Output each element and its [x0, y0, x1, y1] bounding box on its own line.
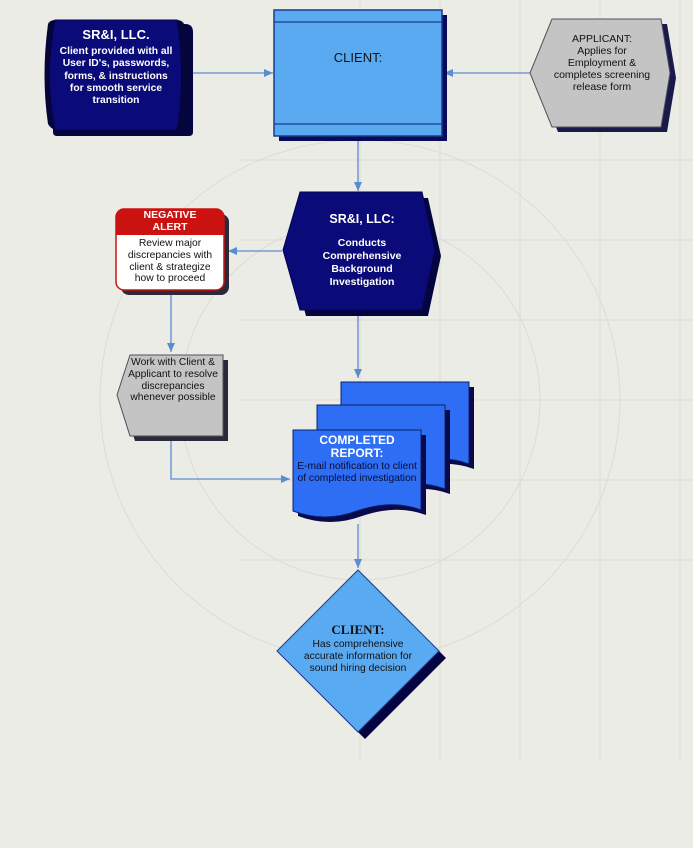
client-final-text: Has comprehensive accurate information f… [303, 638, 413, 674]
completed-report-shape [292, 381, 474, 522]
srni-provider-title: SR&I, LLC. [82, 27, 150, 42]
srni-provider-node: SR&I, LLC. Client provided with all User… [56, 27, 176, 108]
resolve-shape [116, 354, 228, 441]
arrow-resolve-to-report [170, 437, 290, 483]
client-final-node: CLIENT: Has comprehensive accurate infor… [298, 622, 418, 674]
applicant-node: APPLICANT: Applies for Employment & comp… [552, 33, 652, 93]
client-final-title: CLIENT: [331, 622, 385, 637]
client-top-node: CLIENT: [274, 50, 442, 66]
negative-alert-title: NEGATIVE ALERT [143, 209, 197, 233]
client-top-title: CLIENT: [333, 50, 383, 65]
srni-investigation-title: SR&I, LLC: [329, 212, 395, 226]
completed-report-title: COMPLETED REPORT: [319, 433, 395, 460]
negative-alert-shape [115, 208, 229, 295]
completed-report-text: E-mail notification to client of complet… [297, 461, 417, 485]
srni-investigation-shape [282, 191, 441, 316]
applicant-title: APPLICANT: [571, 33, 633, 45]
applicant-shape [529, 18, 676, 132]
srni-provider-text: Client provided with all User ID's, pass… [59, 45, 173, 107]
srni-investigation-node: SR&I, LLC: Conducts Comprehensive Backgr… [307, 212, 417, 289]
resolve-text: Work with Client & Applicant to resolve … [128, 357, 218, 404]
applicant-text: Applies for Employment & completes scree… [553, 45, 651, 94]
srni-provider-shape [44, 19, 193, 136]
client-final-shape [276, 569, 446, 739]
completed-report-node: COMPLETED REPORT: E-mail notification to… [297, 434, 417, 485]
negative-alert-text: Review major discrepancies with client &… [127, 238, 213, 285]
srni-investigation-text: Conducts Comprehensive Background Invest… [322, 237, 402, 288]
client-top-shape [273, 9, 447, 141]
